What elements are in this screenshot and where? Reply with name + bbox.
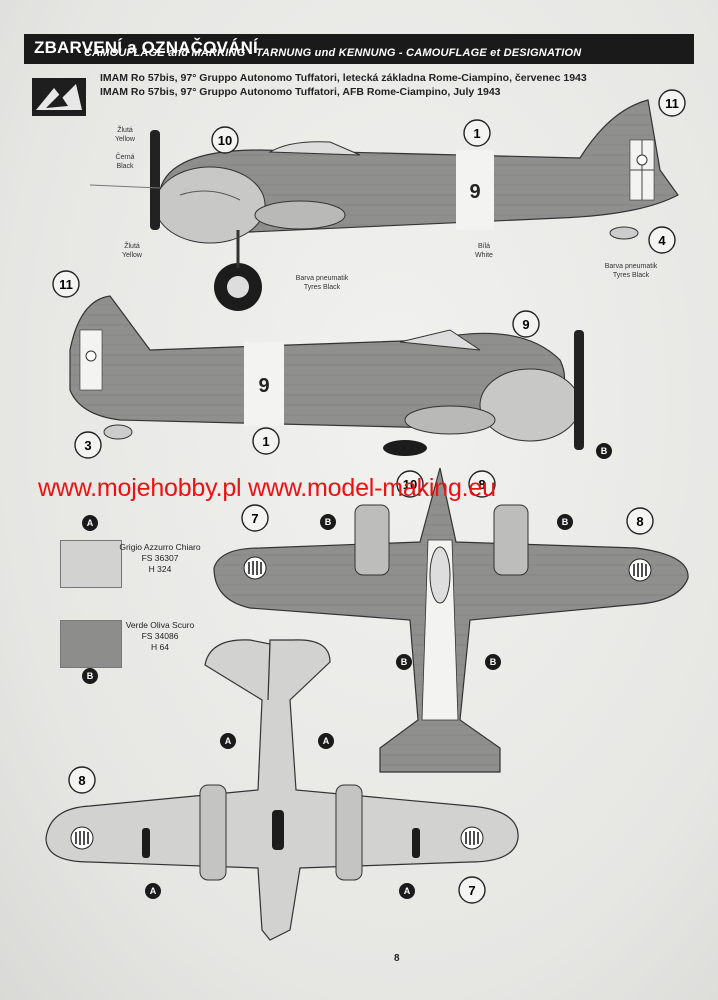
callout-8c: 8: [78, 773, 85, 788]
callout-4: 4: [658, 233, 666, 248]
side-view-left: 9: [89, 99, 679, 311]
callout-3: 3: [84, 438, 91, 453]
color-b-fs: FS 34086: [141, 631, 179, 641]
side-view-right: 9: [69, 295, 584, 456]
badge-b-3: B: [562, 517, 569, 527]
badge-b-5: B: [490, 657, 497, 667]
color-b-h: H 64: [151, 642, 169, 652]
badge-a-4: A: [404, 886, 411, 896]
white-fuselage-band: [456, 150, 494, 230]
color-swatch-b: [60, 620, 122, 668]
label-tyres-en-2: Tyres Black: [613, 272, 650, 279]
callout-10b: 10: [403, 477, 417, 492]
label-tyres-en: Tyres Black: [304, 284, 341, 291]
label-black-en: Black: [116, 163, 134, 170]
color-b-info: Verde Oliva Scuro FS 34086 H 64: [105, 620, 215, 653]
caption-english: IMAM Ro 57bis, 97° Gruppo Autonomo Tuffa…: [100, 86, 501, 98]
label-tyres-cz: Barva pneumatik: [296, 275, 349, 282]
propeller-top: [150, 130, 160, 230]
white-fuselage-band-2: [244, 342, 284, 426]
label-yellow-cz: Žlutá: [117, 125, 133, 134]
color-badges: B B B B B A A A A A B: [82, 443, 612, 899]
label-yellow-cz-2: Žlutá: [124, 241, 140, 250]
badge-a-3: A: [150, 886, 157, 896]
label-white-en: White: [475, 252, 493, 259]
header-bar: [24, 34, 694, 64]
page-number: 8: [394, 953, 400, 964]
header-subtitle: CAMOUFLAGE and MARKING - TARNUNG und KEN…: [84, 47, 582, 59]
label-yellow-en: Yellow: [115, 136, 136, 143]
header-title: ZBARVENÍ a OZNAČOVÁNÍ: [34, 38, 258, 57]
fuselage-code-top: 9: [469, 181, 480, 203]
badge-b-2: B: [325, 517, 332, 527]
callout-8: 8: [636, 514, 643, 529]
callout-1: 1: [473, 126, 480, 141]
callout-11b: 11: [59, 277, 73, 292]
callout-10: 10: [218, 133, 232, 148]
callout-11: 11: [665, 96, 679, 111]
badge-a-1: A: [225, 736, 232, 746]
bottom-view: [45, 639, 519, 941]
legend-badge-a: A: [87, 518, 94, 528]
color-b-name: Verde Oliva Scuro: [125, 620, 195, 630]
label-tyres-cz-2: Barva pneumatik: [605, 263, 658, 270]
color-a-fs: FS 36307: [141, 553, 179, 563]
callout-7: 7: [251, 511, 258, 526]
watermark-text: www.mojehobby.pl www.model-making.eu: [38, 474, 496, 502]
badge-b-4: B: [401, 657, 408, 667]
callouts: 10 1 11 4 11 9 3 1 7 10 8 8 8 7: [52, 89, 686, 904]
badge-b-1: B: [601, 446, 608, 456]
callout-9: 9: [522, 317, 529, 332]
label-black-cz: Černá: [115, 152, 134, 161]
badge-a-2: A: [323, 736, 330, 746]
callout-8b: 8: [478, 477, 485, 492]
callout-1b: 1: [262, 434, 269, 449]
callout-7b: 7: [468, 883, 475, 898]
legend-badge-b: B: [87, 671, 94, 681]
small-labels: Žlutá Yellow Černá Black Žlutá Yellow Bí…: [115, 125, 658, 291]
propeller-bottom: [574, 330, 584, 450]
fuselage-code-bottom: 9: [258, 375, 269, 397]
color-swatch-a: [60, 540, 122, 588]
label-white-cz: Bílá: [478, 243, 490, 250]
brand-logo-icon: [32, 78, 86, 116]
top-view: [213, 467, 689, 773]
caption-czech: IMAM Ro 57bis, 97° Gruppo Autonomo Tuffa…: [100, 72, 587, 84]
color-a-name: Grigio Azzurro Chiaro: [119, 542, 201, 552]
color-a-info: Grigio Azzurro Chiaro FS 36307 H 324: [105, 542, 215, 575]
label-yellow-en-2: Yellow: [122, 252, 143, 259]
color-a-h: H 324: [148, 564, 172, 574]
